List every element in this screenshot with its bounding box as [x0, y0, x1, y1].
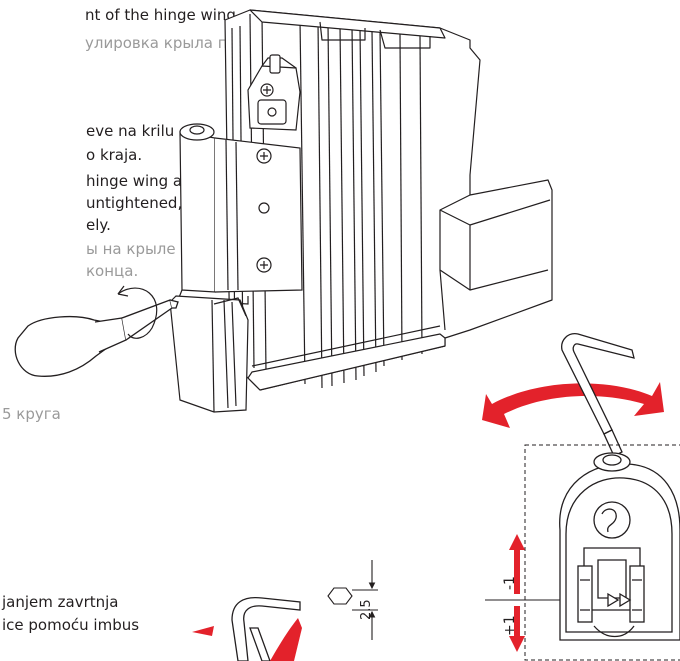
label-screws-en-2: untightened,: [86, 194, 183, 212]
label-screws-hr-1: eve na krilu: [86, 122, 175, 140]
red-up-arrow-icon: [509, 534, 525, 594]
window-frame-profile: [224, 9, 553, 391]
small-hex-key-icon: [231, 596, 301, 661]
red-curved-arrow-icon: [482, 382, 664, 428]
label-screws-ru-2: конца.: [86, 262, 139, 280]
label-hinge-wing-ru: улировка крыла петли: [85, 34, 265, 52]
label-screws-en-3: ely.: [86, 216, 111, 234]
dimension-label: 2.5: [359, 599, 374, 620]
hinge-adjustment-detail: [524, 444, 680, 661]
rotation-arrow-icon: [117, 285, 158, 339]
label-screws-hr-2: o kraja.: [86, 146, 143, 164]
lower-hinge-housing: [169, 295, 249, 413]
hex-key-icon: [561, 333, 635, 457]
label-screws-ru-1: ы на крыле: [86, 240, 176, 258]
hexagon-dimension: [327, 560, 378, 640]
label-imbus-hr-2: ice pomoću imbus: [2, 616, 140, 634]
screwdriver-icon: [14, 299, 179, 377]
label-hinge-wing-en: nt of the hinge wing: [85, 6, 236, 24]
top-hinge-block: [247, 54, 301, 131]
hinge-wing: [177, 123, 303, 305]
adjust-minus-label: -1: [502, 576, 518, 590]
label-screws-en-1: hinge wing are: [86, 172, 198, 190]
red-small-arrow-icon: [192, 618, 302, 661]
label-imbus-hr-1: janjem zavrtnja: [2, 593, 119, 611]
adjust-plus-label: +1: [502, 615, 518, 636]
label-turns-ru: 5 круга: [2, 405, 61, 423]
red-down-arrow-icon: [509, 606, 525, 652]
